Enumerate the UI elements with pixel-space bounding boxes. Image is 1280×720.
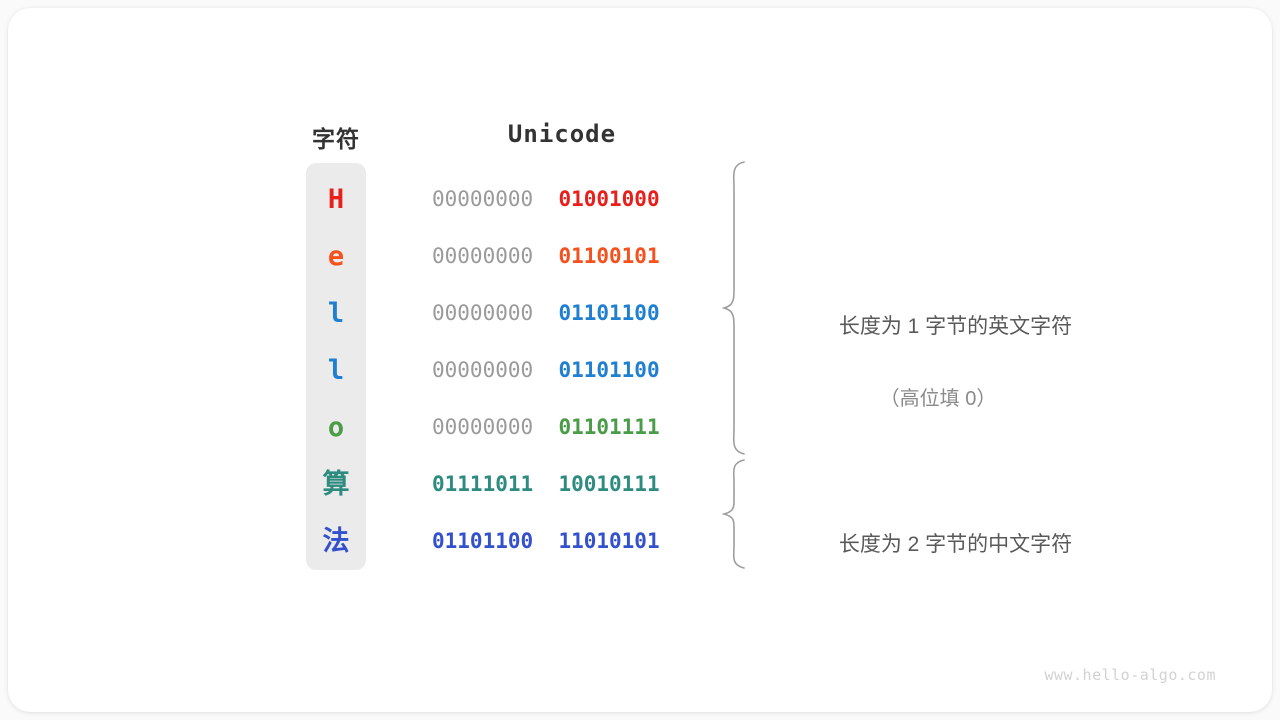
row-high-byte: 00000000	[432, 187, 534, 211]
encoding-row: 算 01111011 10010111	[8, 456, 1272, 513]
row-unicode-bits: 00000000 01001000	[432, 171, 694, 228]
char-column-panel	[306, 163, 366, 570]
encoding-row: o 00000000 01101111	[8, 399, 1272, 456]
row-high-byte: 00000000	[432, 415, 534, 439]
annotation-one-byte: 长度为 1 字节的英文字符 （高位填 0）	[778, 273, 1098, 489]
row-unicode-bits: 00000000 01101100	[432, 342, 694, 399]
row-low-byte: 01100101	[558, 244, 660, 268]
figure-card: 字符 Unicode H 00000000 01001000 e 00000000 0…	[8, 8, 1272, 712]
annotation-two-byte-main: 长度为 2 字节的中文字符	[838, 533, 1073, 556]
row-high-byte: 00000000	[432, 301, 534, 325]
row-low-byte: 01101100	[558, 301, 660, 325]
annotation-two-byte: 长度为 2 字节的中文字符	[778, 491, 1098, 599]
encoding-row: l 00000000 01101100	[8, 285, 1272, 342]
row-low-byte: 10010111	[558, 472, 660, 496]
encoding-row: 法 01101100 11010101	[8, 513, 1272, 570]
row-high-byte: 00000000	[432, 244, 534, 268]
row-low-byte: 01101100	[558, 358, 660, 382]
row-unicode-bits: 01101100 11010101	[432, 513, 694, 570]
encoding-row: l 00000000 01101100	[8, 342, 1272, 399]
row-unicode-bits: 00000000 01100101	[432, 228, 694, 285]
row-character: e	[327, 241, 345, 272]
row-unicode-bits: 01111011 10010111	[432, 456, 694, 513]
row-character: 法	[322, 526, 350, 557]
row-character: l	[327, 355, 345, 386]
encoding-row: H 00000000 01001000	[8, 171, 1272, 228]
row-character: o	[327, 412, 345, 443]
row-character: 算	[322, 469, 350, 500]
row-low-byte: 01001000	[558, 187, 660, 211]
row-character: l	[327, 298, 345, 329]
column-header-char: 字符	[312, 126, 360, 152]
row-unicode-bits: 00000000 01101111	[432, 399, 694, 456]
row-high-byte: 01111011	[432, 472, 534, 496]
row-high-byte: 01101100	[432, 529, 534, 553]
column-header-unicode: Unicode	[507, 120, 617, 148]
row-low-byte: 11010101	[558, 529, 660, 553]
row-unicode-bits: 00000000 01101100	[432, 285, 694, 342]
annotation-one-byte-sub: （高位填 0）	[879, 388, 997, 410]
watermark-url: www.hello-algo.com	[1044, 666, 1216, 684]
row-high-byte: 00000000	[432, 358, 534, 382]
row-low-byte: 01101111	[558, 415, 660, 439]
row-character: H	[327, 184, 345, 215]
encoding-row: e 00000000 01100101	[8, 228, 1272, 285]
unicode-encoding-figure: 字符 Unicode H 00000000 01001000 e 00000000 0…	[8, 8, 1272, 712]
annotation-one-byte-main: 长度为 1 字节的英文字符	[838, 315, 1073, 338]
